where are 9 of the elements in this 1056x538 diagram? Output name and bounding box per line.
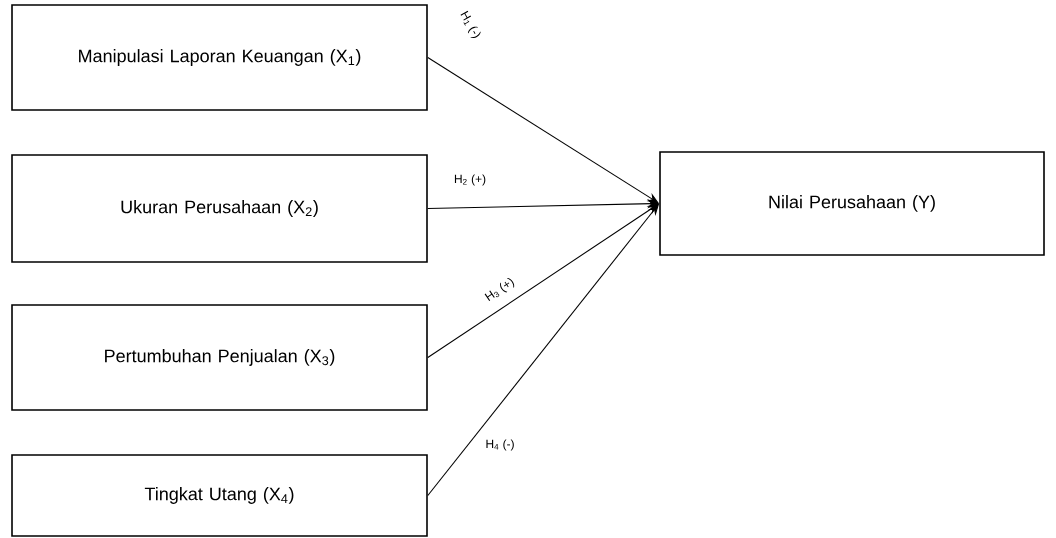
edge-label: H$_{4}$ (-) [484,438,516,452]
variable-box: Nilai Perusahaan (Y) [659,151,1045,256]
edge-label: H$_{1}$ (-) [456,7,484,43]
variable-box: Tingkat Utang (X$_{4}$) [11,454,428,537]
edge-label: H$_{2}$ (+) [452,173,488,187]
variable-box: Ukuran Perusahaan (X$_{2}$) [11,154,428,263]
variable-box: Pertumbuhan Penjualan (X$_{3}$) [11,304,428,411]
edge-label: H$_{3}$ (+) [481,274,519,306]
variable-box: Manipulasi Laporan Keuangan (X$_{1}$) [11,4,428,111]
